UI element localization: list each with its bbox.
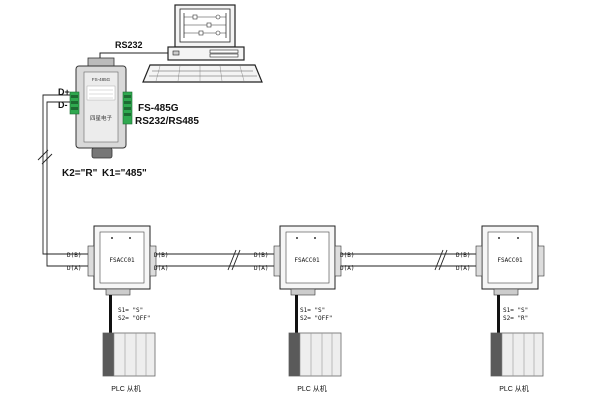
port-b-label: D(B) (254, 252, 268, 259)
rs485-bus (42, 94, 482, 267)
plc-cable (295, 295, 298, 335)
switch-s1-label: S1= "S" (118, 307, 143, 314)
port-b-right-label: D(B) (154, 252, 168, 259)
port-b-label: D(B) (456, 252, 470, 259)
slave-node-1: FSACC01 D(B) D(A) D(B) D(A) S1= "S" S2= … (67, 225, 168, 393)
fsacc01-module (273, 225, 342, 296)
converter-model-label: FS-485G (138, 103, 179, 114)
d-minus-label: D- (58, 100, 68, 110)
slave-node-2: FSACC01 D(B) D(A) D(B) D(A) S1= "S" S2= … (254, 225, 354, 393)
module-label: FSACC01 (109, 257, 135, 264)
rs232-label: RS232 (115, 40, 143, 50)
converter-device: FS-485G 四星电子 (69, 57, 133, 159)
switch-s1-label: S1= "S" (503, 307, 528, 314)
converter-face-model: FS-485G (92, 77, 111, 82)
switch-s2-label: S2= "OFF" (300, 315, 333, 322)
module-label: FSACC01 (497, 257, 523, 264)
port-a-label: D(A) (456, 265, 470, 272)
computer-icon (142, 4, 263, 83)
plc-device (490, 332, 544, 377)
plc-label: PLC 从机 (297, 384, 327, 393)
port-a-right-label: D(A) (154, 265, 168, 272)
converter-brand: 四星电子 (90, 114, 113, 122)
switch-s2-label: S2= "OFF" (118, 315, 151, 322)
plc-cable (497, 295, 500, 335)
k1-label: K1="485" (102, 168, 147, 179)
plc-label: PLC 从机 (499, 384, 529, 393)
port-a-label: D(A) (67, 265, 81, 272)
switch-s1-label: S1= "S" (300, 307, 325, 314)
plc-cable (109, 295, 112, 335)
fsacc01-module (87, 225, 157, 296)
fsacc01-module (475, 225, 545, 296)
cable-break-marks (37, 149, 448, 271)
slave-node-3: FSACC01 D(B) D(A) S1= "S" S2= "R" PLC 从机 (456, 225, 545, 393)
k2-label: K2="R" (62, 168, 98, 179)
switch-s2-label: S2= "R" (503, 315, 528, 322)
port-a-label: D(A) (254, 265, 268, 272)
plc-device (288, 332, 342, 377)
port-b-right-label: D(B) (340, 252, 354, 259)
plc-label: PLC 从机 (111, 384, 141, 393)
d-plus-label: D+ (58, 87, 70, 97)
converter-mode-label: RS232/RS485 (135, 116, 199, 127)
port-a-right-label: D(A) (340, 265, 354, 272)
module-label: FSACC01 (294, 257, 320, 264)
plc-device (102, 332, 156, 377)
port-b-label: D(B) (67, 252, 81, 259)
